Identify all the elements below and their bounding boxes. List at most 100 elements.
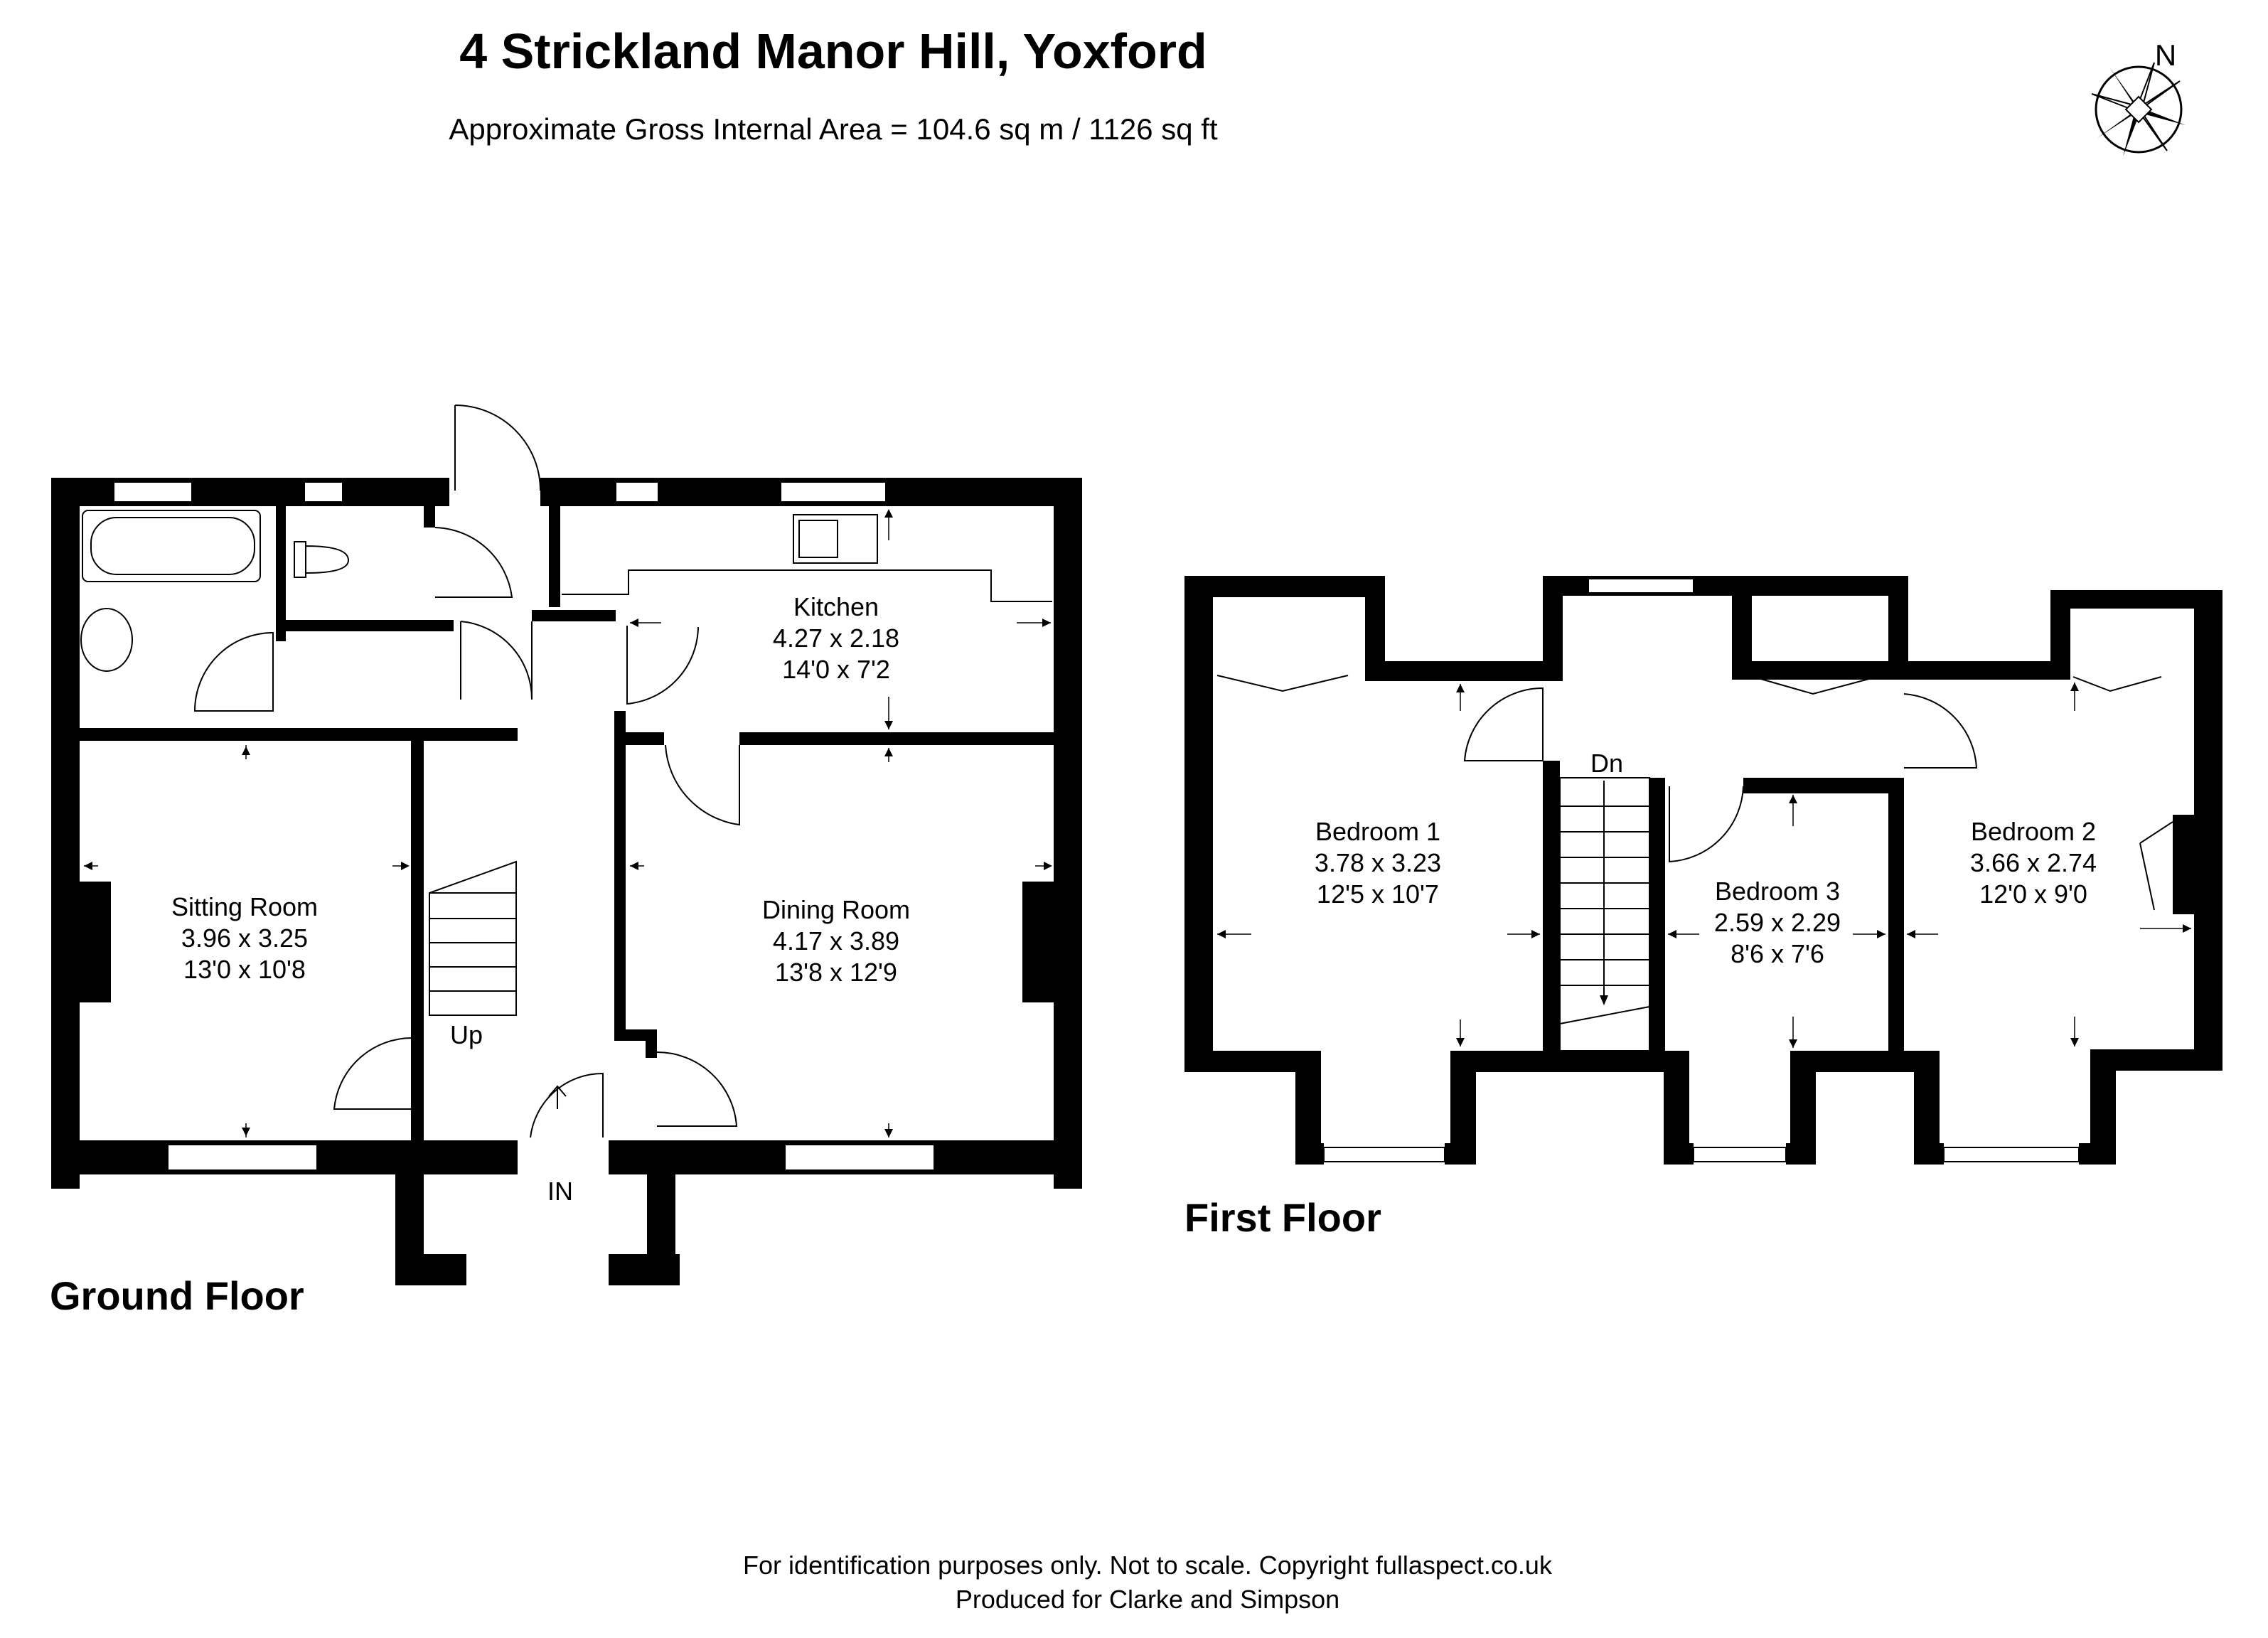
bedroom-3-name: Bedroom 3 [1715, 877, 1840, 906]
gf-wall-bath-bottom [80, 728, 518, 741]
gf-porch-foot-left [395, 1254, 466, 1285]
ff-bay-2-bottom-left [1914, 1143, 1944, 1165]
gf-kitchen-sink-bowl [798, 520, 838, 558]
ff-wall-bottom-mid-1 [1450, 1051, 1685, 1072]
kitchen-name: Kitchen [793, 592, 879, 621]
ff-bed3-door [1669, 786, 1744, 863]
bedroom-1-metric: 3.78 x 3.23 [1315, 848, 1441, 877]
gf-measure-arrows [84, 509, 1052, 1138]
gf-bath-door [193, 631, 274, 712]
north-compass-icon [2091, 62, 2186, 156]
gf-kitchen-sink [793, 514, 878, 564]
gf-kitchen-worktop [562, 569, 1052, 602]
gf-wall-dining-stub-down [646, 1029, 657, 1058]
ff-bay-2-bottom-right [2079, 1143, 2116, 1165]
sitting-room-imperial: 13'0 x 10'8 [183, 955, 306, 984]
north-label: N [2155, 38, 2176, 72]
ff-wall-bed3-right [1888, 778, 1904, 1051]
ground-floor-label: Ground Floor [50, 1273, 304, 1318]
ff-chimney-bed2 [2173, 815, 2201, 914]
gf-bath-tub [82, 510, 261, 582]
gf-staircase [429, 860, 517, 1016]
ff-wall-top-step-2 [1732, 661, 1903, 680]
gf-window-kitchen-2 [780, 481, 887, 503]
bedroom-1-imperial: 12'5 x 10'7 [1317, 879, 1439, 909]
gf-chimney-dining [1022, 882, 1054, 1002]
kitchen-metric: 4.27 x 2.18 [773, 623, 899, 653]
gf-back-door [454, 405, 541, 491]
entrance-label: IN [547, 1177, 573, 1206]
first-floor-plan: Bedroom 1 3.78 x 3.23 12'5 x 10'7 Bedroo… [1184, 576, 2222, 1165]
footer-produced-for: Produced for Clarke and Simpson [956, 1585, 1339, 1614]
gf-wall-right [1054, 478, 1082, 1189]
dining-room-metric: 4.17 x 3.89 [773, 926, 899, 956]
ff-bay-3-bottom-left [1664, 1143, 1694, 1165]
gf-basin [80, 608, 133, 672]
gf-wall-lobby-bottom [532, 610, 616, 621]
gf-wall-kitchen-bottom-left [614, 732, 664, 745]
gf-window-dining [784, 1144, 935, 1171]
gf-wc-door [434, 527, 513, 598]
gf-window-kitchen-1 [615, 481, 659, 503]
sitting-room-metric: 3.96 x 3.25 [181, 924, 308, 953]
ff-window-bed3 [1693, 1147, 1787, 1162]
ff-measure-arrows [1217, 682, 2191, 1048]
bedroom-2-imperial: 12'0 x 9'0 [1979, 879, 2087, 909]
ff-cupboard-2-door [1753, 676, 1878, 695]
gf-wall-wc-left [276, 506, 286, 641]
gf-stairs-up-label: Up [450, 1020, 483, 1049]
bedroom-2-name: Bedroom 2 [1971, 817, 2096, 846]
ff-wall-left [1184, 576, 1213, 1072]
gf-wall-wc-right [424, 506, 435, 528]
gf-wall-left [51, 478, 80, 1189]
ff-wall-top-step-3 [1888, 661, 2063, 680]
dining-room-imperial: 13'8 x 12'9 [775, 958, 897, 987]
ff-stairs-down-label: Dn [1590, 749, 1623, 778]
sitting-room-name: Sitting Room [171, 892, 318, 921]
ff-staircase [1559, 777, 1650, 1051]
ff-wall-top-right [2050, 590, 2213, 609]
footer-disclaimer: For identification purposes only. Not to… [743, 1551, 1553, 1580]
gf-window-wc [304, 481, 343, 503]
ff-bay-1-bottom-left [1295, 1143, 1324, 1165]
gf-sitting-door [333, 1037, 413, 1110]
gf-wall-top-left [51, 478, 449, 506]
gross-internal-area: Approximate Gross Internal Area = 104.6 … [449, 112, 1218, 146]
ff-wall-top-1 [1184, 576, 1378, 597]
gf-wall-sitting-right [411, 741, 424, 1140]
ff-window-bed1 [1323, 1147, 1445, 1162]
entrance-arrow-icon [548, 1085, 567, 1109]
gf-porch-foot-right [609, 1254, 680, 1285]
ff-bed2-door [1903, 693, 1978, 769]
gf-dining-door [665, 744, 740, 826]
ff-cupboard-3-door [2072, 676, 2162, 692]
gf-window-sitting [167, 1144, 318, 1171]
gf-wall-lobby-right [549, 506, 560, 607]
gf-bath-tub-inner [90, 517, 255, 575]
dining-room-name: Dining Room [762, 895, 910, 924]
ff-wall-cupboard-1-right [1365, 576, 1385, 675]
kitchen-imperial: 14'0 x 7'2 [782, 655, 890, 684]
gf-toilet-icon [294, 541, 350, 578]
gf-window-bath [113, 481, 193, 503]
gf-chimney-sitting [80, 882, 111, 1002]
ff-wall-stair-right [1649, 778, 1665, 1051]
bedroom-3-imperial: 8'6 x 7'6 [1731, 939, 1824, 968]
ff-window-landing [1588, 578, 1694, 594]
bedroom-3-metric: 2.59 x 2.29 [1714, 908, 1841, 937]
ff-window-bed2 [1943, 1147, 2080, 1162]
ff-chimney-cupboard-door [2139, 821, 2173, 911]
gf-kitchen-door [626, 626, 699, 705]
ff-wall-bed3-top [1743, 778, 1901, 793]
first-floor-label: First Floor [1184, 1195, 1381, 1240]
ff-bed1-door [1463, 687, 1544, 761]
gf-wall-hall-right [614, 711, 626, 1038]
bedroom-2-metric: 3.66 x 2.74 [1970, 848, 2097, 877]
ff-bay-3-bottom-right [1786, 1143, 1816, 1165]
page-title: 4 Strickland Manor Hill, Yoxford [459, 23, 1207, 79]
gf-wall-kitchen-bottom [739, 732, 1054, 745]
ff-wall-stair-left [1543, 761, 1560, 1051]
gf-wall-wc-bottom [276, 620, 454, 631]
ground-floor-plan: Kitchen 4.27 x 2.18 14'0 x 7'2 Sitting R… [51, 405, 1082, 1285]
